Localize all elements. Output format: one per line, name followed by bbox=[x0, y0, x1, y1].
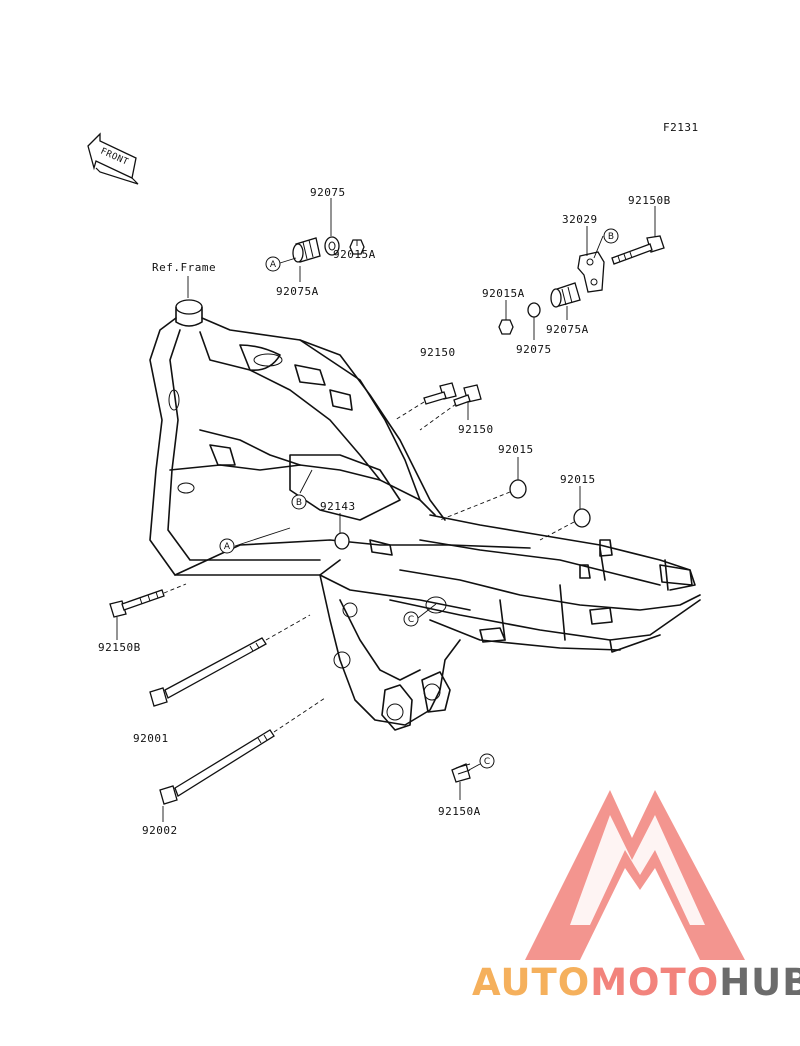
callout-C-bolt: C bbox=[479, 753, 495, 769]
part-92150A-bolt bbox=[451, 763, 471, 783]
part-92075A-top-bushing bbox=[292, 237, 321, 263]
part-92150-bolt-b bbox=[453, 384, 482, 407]
part-92015-collar-a bbox=[509, 479, 527, 499]
label-92150-b: 92150 bbox=[458, 423, 494, 436]
part-92075-top bbox=[324, 236, 340, 256]
label-92143: 92143 bbox=[320, 500, 356, 513]
callout-B-frame: B bbox=[291, 494, 307, 510]
svg-text:C: C bbox=[484, 757, 490, 767]
main-frame bbox=[149, 299, 701, 731]
part-92015A-top-nut bbox=[349, 239, 365, 255]
part-92015A-right-nut bbox=[498, 319, 514, 335]
label-92002: 92002 bbox=[142, 824, 178, 837]
watermark-text: AUTOMOTOHUB bbox=[472, 961, 800, 1004]
watermark-part3: HUB bbox=[719, 961, 800, 1004]
watermark-part2: MOTO bbox=[590, 961, 719, 1004]
label-92075-right: 92075 bbox=[516, 343, 552, 356]
label-92015-b: 92015 bbox=[560, 473, 596, 486]
label-92015-a: 92015 bbox=[498, 443, 534, 456]
label-92150A: 92150A bbox=[438, 805, 481, 818]
figure-code: F2131 bbox=[663, 121, 699, 134]
part-92001-long-bolt bbox=[149, 637, 267, 707]
svg-text:B: B bbox=[608, 232, 614, 242]
label-92015A-top: 92015A bbox=[333, 248, 376, 261]
callout-A-top: A bbox=[265, 256, 281, 272]
callout-B-top: B bbox=[603, 228, 619, 244]
part-92075-right-collar bbox=[527, 302, 541, 318]
label-92150B-top: 92150B bbox=[628, 194, 671, 207]
part-92150-bolt-a bbox=[423, 382, 457, 405]
watermark-part1: AUTO bbox=[472, 961, 590, 1004]
part-92150B-left-bolt bbox=[109, 589, 165, 618]
part-92143-collar bbox=[334, 532, 350, 550]
part-32029-bracket bbox=[577, 251, 605, 293]
label-92075A-top: 92075A bbox=[276, 285, 319, 298]
label-92001: 92001 bbox=[133, 732, 169, 745]
part-92075A-right-bushing bbox=[550, 282, 581, 308]
callout-C-frame: C bbox=[403, 611, 419, 627]
callout-A-frame: A bbox=[219, 538, 235, 554]
svg-text:B: B bbox=[296, 498, 302, 508]
svg-text:A: A bbox=[270, 260, 277, 270]
ref-frame-label: Ref.Frame bbox=[152, 261, 216, 274]
front-arrow-icon: FRONT bbox=[87, 132, 139, 185]
leader-lines bbox=[116, 198, 656, 822]
label-92075-top: 92075 bbox=[310, 186, 346, 199]
watermark-logo-icon bbox=[525, 790, 745, 960]
label-92150B-left: 92150B bbox=[98, 641, 141, 654]
part-92150B-top-bolt bbox=[611, 235, 665, 265]
part-92015-collar-b bbox=[573, 508, 591, 528]
label-92150-a: 92150 bbox=[420, 346, 456, 359]
part-92002-long-bolt bbox=[159, 729, 275, 805]
svg-text:C: C bbox=[408, 615, 414, 625]
svg-text:A: A bbox=[224, 542, 231, 552]
label-92075A-right: 92075A bbox=[546, 323, 589, 336]
label-92015A-right: 92015A bbox=[482, 287, 525, 300]
label-32029: 32029 bbox=[562, 213, 598, 226]
